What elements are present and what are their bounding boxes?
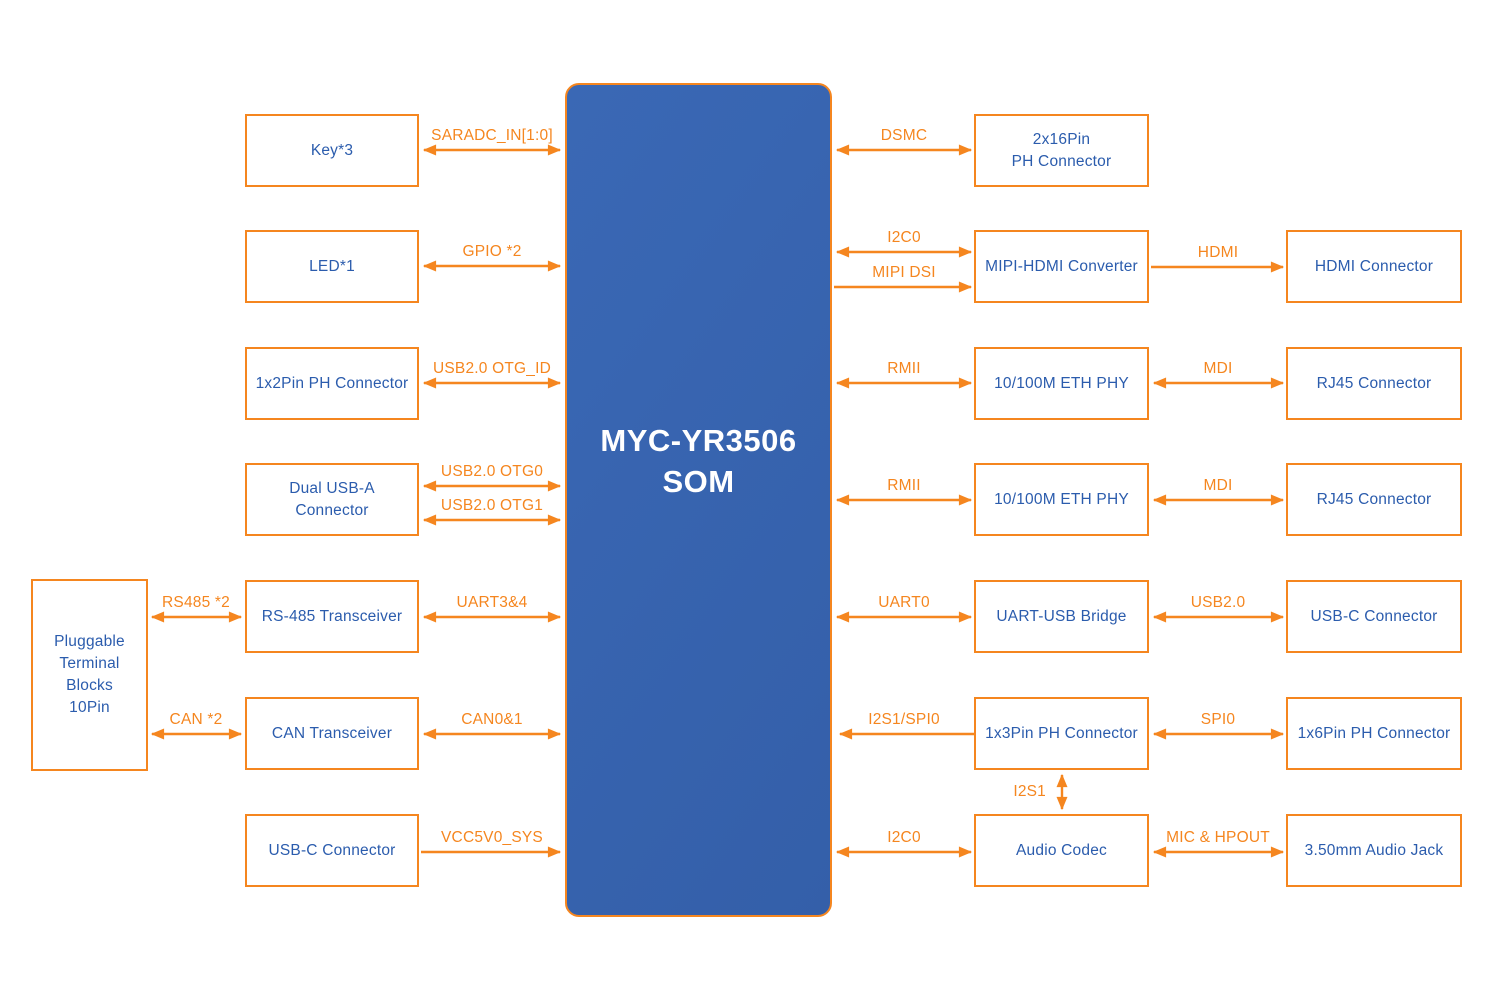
node-2x16pin-ph-connector: 2x16Pin PH Connector: [974, 114, 1149, 187]
som-block: MYC-YR3506 SOM: [565, 83, 832, 917]
node-led1: LED*1: [245, 230, 419, 303]
node-uart-usb-bridge: UART-USB Bridge: [974, 580, 1149, 653]
bus-label-uart34: UART3&4: [456, 594, 528, 611]
node-rj45-connector-2: RJ45 Connector: [1286, 463, 1462, 536]
node-dual-usb-a-connector: Dual USB-A Connector: [245, 463, 419, 536]
node-eth-phy-1: 10/100M ETH PHY: [974, 347, 1149, 420]
node-eth-phy-2: 10/100M ETH PHY: [974, 463, 1149, 536]
bus-label-can01: CAN0&1: [461, 711, 523, 728]
bus-label-i2s1: I2S1: [1013, 783, 1046, 800]
bus-label-uart0: UART0: [878, 594, 930, 611]
node-mipi-hdmi-converter: MIPI-HDMI Converter: [974, 230, 1149, 303]
node-can-transceiver: CAN Transceiver: [245, 697, 419, 770]
som-title-line1: MYC-YR3506: [600, 423, 797, 458]
bus-label-gpio: GPIO *2: [462, 243, 522, 260]
node-pluggable-terminal-blocks: Pluggable Terminal Blocks 10Pin: [31, 579, 148, 771]
bus-label-mdi-2: MDI: [1203, 477, 1233, 494]
bus-label-i2c0-bottom: I2C0: [887, 829, 921, 846]
node-key3: Key*3: [245, 114, 419, 187]
node-rj45-connector-1: RJ45 Connector: [1286, 347, 1462, 420]
bus-label-usb20: USB2.0: [1190, 594, 1246, 611]
bus-label-spi0: SPI0: [1200, 711, 1236, 728]
bus-label-mipi-dsi: MIPI DSI: [872, 264, 936, 281]
node-1x2pin-ph-connector: 1x2Pin PH Connector: [245, 347, 419, 420]
bus-label-hdmi: HDMI: [1197, 244, 1239, 261]
som-title-line2: SOM: [662, 464, 735, 499]
bus-label-usb-otg-id: USB2.0 OTG_ID: [432, 360, 552, 377]
node-hdmi-connector: HDMI Connector: [1286, 230, 1462, 303]
som-title: MYC-YR3506 SOM: [567, 420, 830, 502]
bus-label-dsmc: DSMC: [880, 127, 928, 144]
bus-label-mic-hpout: MIC & HPOUT: [1166, 829, 1270, 846]
node-usb-c-connector-right: USB-C Connector: [1286, 580, 1462, 653]
node-rs485-transceiver: RS-485 Transceiver: [245, 580, 419, 653]
bus-label-i2s1-spi0: I2S1/SPI0: [868, 711, 940, 728]
node-audio-jack: 3.50mm Audio Jack: [1286, 814, 1462, 887]
node-1x3pin-ph-connector: 1x3Pin PH Connector: [974, 697, 1149, 770]
bus-label-saradc: SARADC_IN[1:0]: [431, 127, 553, 144]
bus-label-rmii-1: RMII: [887, 360, 921, 377]
node-usb-c-connector-left: USB-C Connector: [245, 814, 419, 887]
bus-label-usb-otg0: USB2.0 OTG0: [440, 463, 544, 480]
bus-label-usb-otg1: USB2.0 OTG1: [440, 497, 544, 514]
bus-label-rmii-2: RMII: [887, 477, 921, 494]
bus-label-vcc5v0: VCC5V0_SYS: [441, 829, 543, 846]
bus-label-can-x2: CAN *2: [169, 711, 223, 728]
bus-label-mdi-1: MDI: [1203, 360, 1233, 377]
bus-label-rs485-x2: RS485 *2: [162, 594, 230, 611]
bus-label-i2c0-top: I2C0: [887, 229, 921, 246]
node-audio-codec: Audio Codec: [974, 814, 1149, 887]
node-1x6pin-ph-connector: 1x6Pin PH Connector: [1286, 697, 1462, 770]
